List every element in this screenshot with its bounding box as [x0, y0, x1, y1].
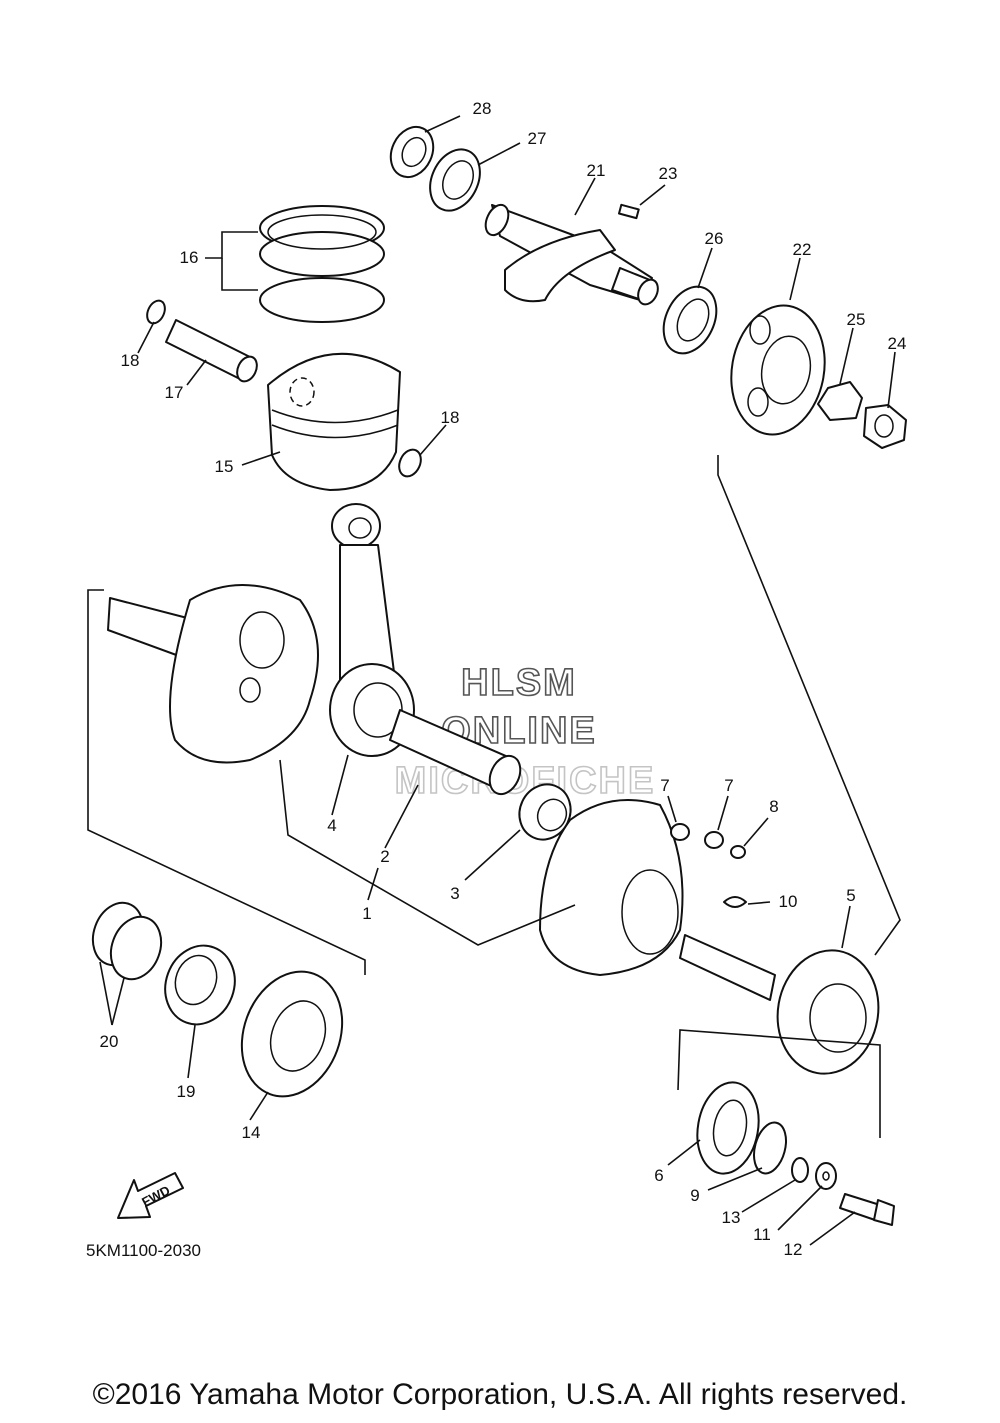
callout-15: 15 [215, 457, 234, 476]
callout-4: 4 [327, 816, 336, 835]
callout-21: 21 [587, 161, 606, 180]
callout-12: 12 [784, 1240, 803, 1259]
callout-22: 22 [793, 240, 812, 259]
o-ring-13 [791, 1157, 809, 1183]
spring-7a [670, 823, 690, 841]
callout-10: 10 [779, 892, 798, 911]
fwd-arrow-icon: FWD [117, 1172, 184, 1219]
callout-9: 9 [690, 1186, 699, 1205]
watermark-line1: HLSM [461, 662, 577, 704]
callout-labels: 28 27 21 23 26 22 25 24 16 18 17 18 15 4… [100, 99, 907, 1259]
leader-lines [99, 115, 896, 1246]
crankshaft-1 [107, 584, 776, 1001]
bearing-14 [240, 970, 344, 1098]
callout-6: 6 [654, 1166, 663, 1185]
needle-bearing-3 [518, 783, 572, 841]
callout-27: 27 [528, 129, 547, 148]
key-23 [618, 203, 640, 220]
nut-24 [863, 404, 907, 449]
bearing-26 [662, 285, 718, 355]
circlip-18-left [146, 299, 166, 325]
copyright-notice: ©2016 Yamaha Motor Corporation, U.S.A. A… [92, 1378, 908, 1411]
callout-3: 3 [450, 884, 459, 903]
callout-19: 19 [177, 1082, 196, 1101]
primary-drive-gear-5 [776, 949, 880, 1075]
shim-20 [91, 901, 163, 981]
piston-pin-17 [165, 319, 258, 383]
fwd-label: FWD [139, 1182, 172, 1209]
callout-25: 25 [847, 310, 866, 329]
callout-23: 23 [659, 164, 678, 183]
callout-7-right: 7 [724, 776, 733, 795]
circlip-9 [753, 1121, 787, 1175]
lock-washer-25 [817, 381, 863, 421]
oil-seal-28 [389, 125, 435, 179]
assembly-brackets [87, 455, 901, 1138]
watermark: HLSM ONLINE MICROFICHE [394, 661, 656, 803]
piston-15 [267, 352, 401, 491]
callout-13: 13 [722, 1208, 741, 1227]
callout-17: 17 [165, 383, 184, 402]
spacer-19 [164, 944, 236, 1026]
balancer-driven-gear-22 [730, 304, 826, 436]
callout-26: 26 [705, 229, 724, 248]
balancer-shaft-21 [484, 203, 659, 306]
plate-6 [696, 1081, 760, 1175]
callout-20: 20 [100, 1032, 119, 1051]
callout-18-right: 18 [441, 408, 460, 427]
pin-8 [730, 845, 746, 859]
circlip-18-right [398, 448, 422, 478]
bolt-12 [839, 1193, 895, 1226]
callout-16: 16 [180, 248, 199, 267]
callout-24: 24 [888, 334, 907, 353]
callout-28: 28 [473, 99, 492, 118]
piston-ring-set-16 [259, 205, 385, 323]
callout-18-left: 18 [121, 351, 140, 370]
washer-11 [815, 1162, 837, 1190]
watermark-line3: MICROFICHE [395, 760, 656, 802]
diagram-code: 5KM1100-2030 [86, 1241, 201, 1260]
callout-5: 5 [846, 886, 855, 905]
callout-11: 11 [753, 1225, 771, 1244]
bearing-27 [429, 148, 481, 212]
key-10 [723, 896, 747, 908]
callout-1: 1 [362, 904, 371, 923]
spring-7b [704, 831, 724, 849]
callout-7-left: 7 [660, 776, 669, 795]
callout-2: 2 [380, 847, 389, 866]
callout-8: 8 [769, 797, 778, 816]
callout-14: 14 [242, 1123, 261, 1142]
